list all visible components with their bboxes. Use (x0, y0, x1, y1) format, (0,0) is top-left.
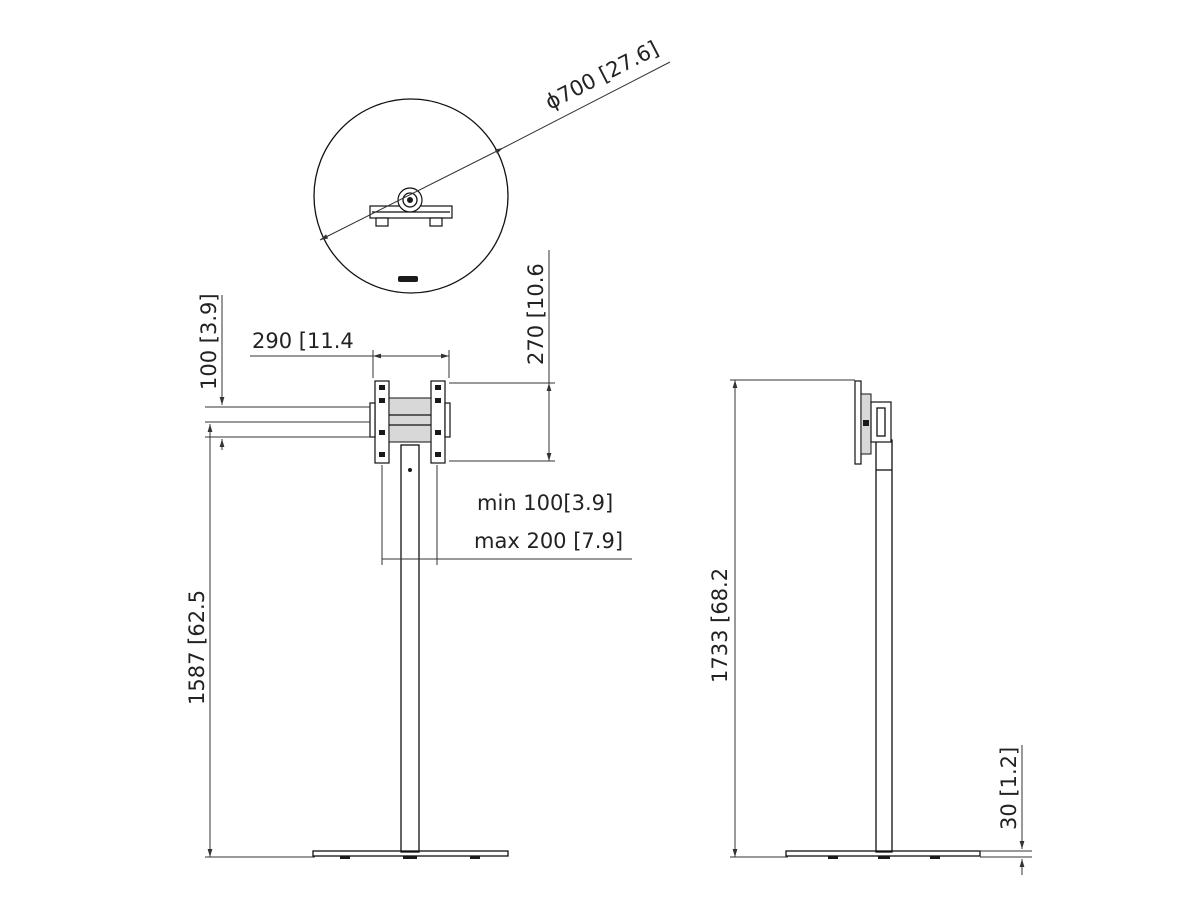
front-height-label: 1587 [62.5 (185, 590, 209, 705)
pole-spacing-min-inch: 3.9 (572, 491, 605, 515)
mount-width-inch: 11.4 (307, 329, 354, 353)
pole-spacing-max-prefix: max (474, 529, 520, 553)
base-plate-outline (313, 98, 509, 294)
logo-mark (398, 276, 418, 282)
front-height-inch: 62.5 (185, 590, 209, 637)
mount-height-value: 270 (524, 325, 548, 365)
side-height-inch: 68.2 (708, 568, 732, 615)
mount-width-label: 290 [11.4 (252, 329, 354, 353)
front-pole (400, 444, 420, 853)
top-view: ϕ700 [27.6] (313, 36, 671, 294)
side-pole (875, 439, 893, 853)
pole-spacing-min-label: min 100[3.9] (477, 491, 613, 515)
diameter-leader (502, 61, 671, 149)
base-thickness-inch: 1.2 (997, 755, 1021, 788)
pole-spacing-max-value: 200 (526, 529, 566, 553)
mount-offset-value: 100 (197, 350, 221, 390)
side-mount-bracket (854, 380, 892, 465)
base-thickness-label: 30 [1.2] (997, 747, 1021, 830)
mount-height-label: 270 [10.6 (524, 263, 548, 365)
side-height-value: 1733 (708, 630, 732, 683)
diameter-dimension-line (319, 147, 504, 241)
base-thickness-value: 30 (997, 803, 1021, 830)
pole-spacing-min-value: 100 (523, 491, 563, 515)
front-view: 290 [11.4 270 [10.6 100 [3.9] min 100[3.… (185, 250, 632, 859)
pole-spacing-min-prefix: min (477, 491, 517, 515)
mount-offset-inch: 3.9 (197, 302, 221, 335)
side-height-label: 1733 [68.2 (708, 568, 732, 683)
side-view: 1733 [68.2 30 [1.2] (708, 379, 1032, 875)
pole-spacing-max-label: max 200 [7.9] (474, 529, 623, 553)
mount-width-value: 290 (252, 329, 292, 353)
mount-height-inch: 10.6 (524, 263, 548, 310)
front-mount-bracket (369, 380, 451, 464)
pole-spacing-max-inch: 7.9 (581, 529, 614, 553)
front-height-value: 1587 (185, 652, 209, 705)
mount-offset-label: 100 [3.9] (197, 293, 221, 390)
